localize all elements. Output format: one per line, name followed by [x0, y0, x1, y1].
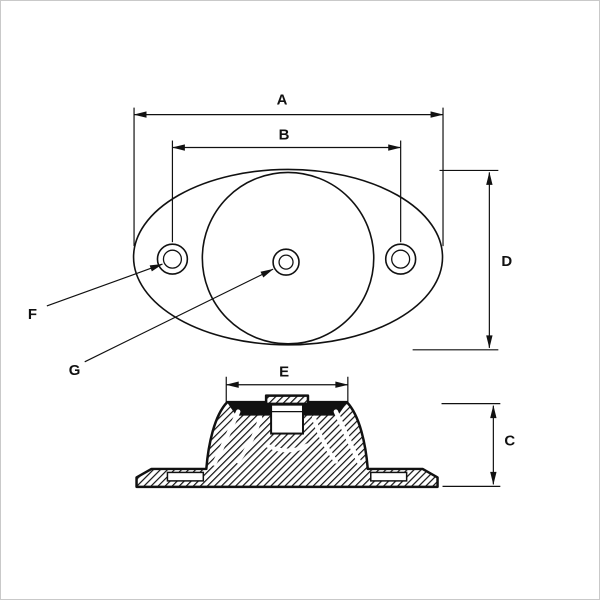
rubber-contour-right-inner — [311, 415, 338, 464]
top-view — [132, 168, 444, 346]
right-hole-inner — [391, 249, 411, 269]
rubber-contour-left-outer — [212, 409, 241, 466]
dimension-c — [441, 403, 501, 487]
rubber-contour-right-outer — [333, 409, 363, 466]
center-threaded-hole — [272, 248, 300, 276]
right-hole-outer — [384, 243, 417, 275]
rubber-contours — [212, 409, 363, 466]
left-foot-slot — [166, 471, 205, 482]
leader-g — [84, 268, 274, 363]
dimension-a — [133, 107, 444, 247]
side-view — [135, 394, 439, 489]
left-hole-outer — [156, 243, 189, 275]
dimension-b — [171, 140, 402, 243]
left-hole-inner — [162, 249, 183, 269]
dimension-e — [225, 376, 349, 403]
rubber-contour-center — [265, 443, 309, 453]
label-f: F — [28, 306, 37, 323]
flange-outline — [132, 168, 444, 346]
leader-f — [46, 263, 163, 307]
center-hole-outer — [272, 248, 300, 276]
dimension-d — [412, 169, 499, 351]
rubber-contour-left-inner — [236, 415, 263, 464]
label-g: G — [69, 362, 81, 379]
dim-e-label: E — [279, 364, 289, 381]
right-foot-slot — [370, 471, 408, 482]
leader-f-arrow — [46, 263, 163, 307]
leader-g-arrow — [84, 268, 274, 363]
right-mounting-hole — [384, 243, 417, 275]
mount-section-outline — [135, 394, 439, 489]
dim-b-label: B — [279, 127, 290, 144]
dim-c-label: C — [504, 433, 515, 450]
center-hole-inner — [278, 254, 294, 270]
dim-a-label: A — [277, 92, 288, 109]
dim-d-label: D — [501, 253, 512, 270]
center-nut — [270, 403, 304, 435]
left-mounting-hole — [156, 243, 189, 275]
body-circle — [201, 171, 375, 345]
nut-body — [270, 403, 304, 435]
